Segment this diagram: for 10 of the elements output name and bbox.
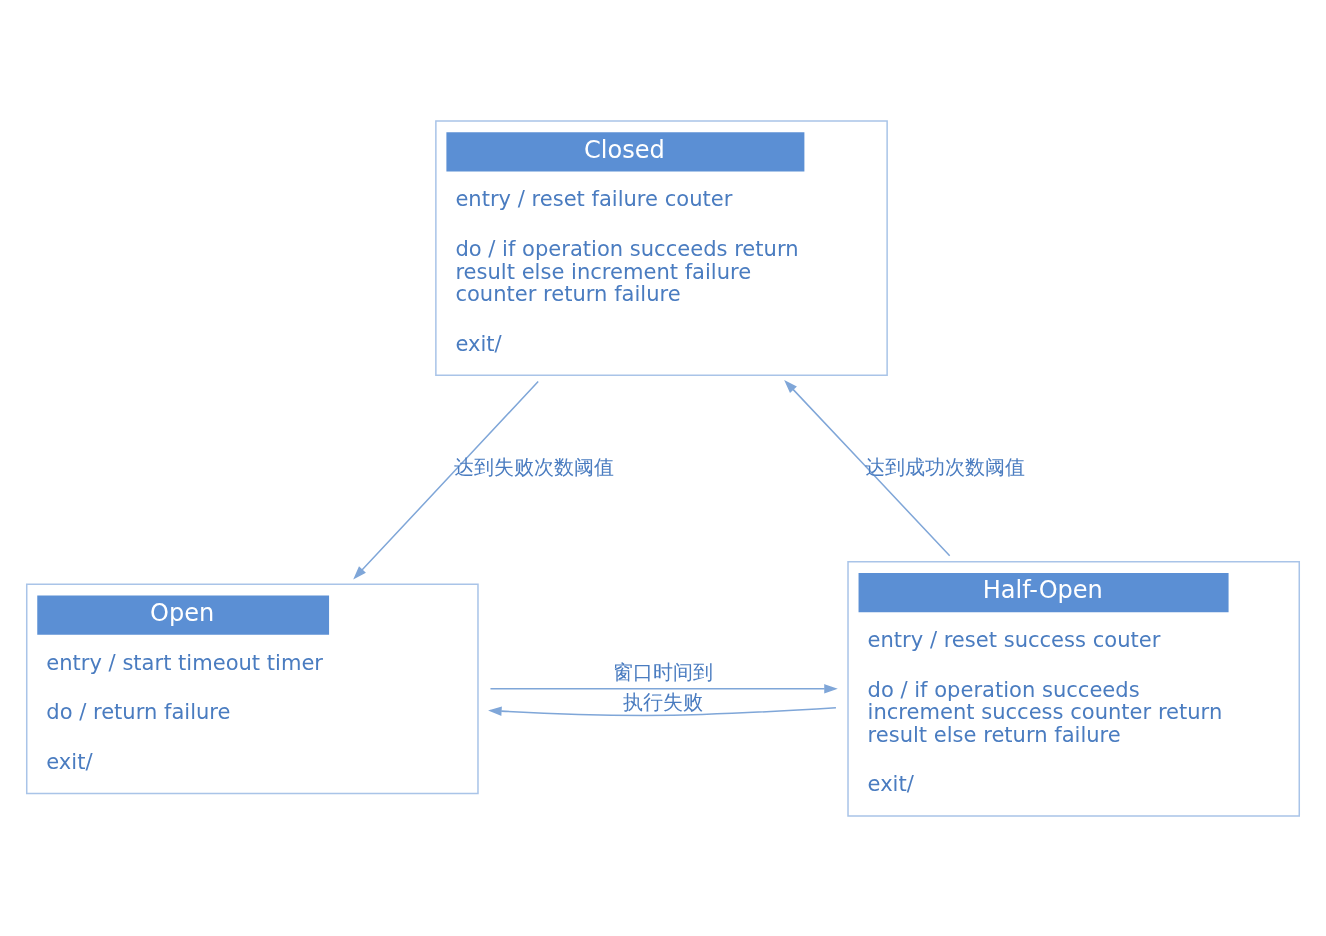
node-box: Open entry / start timeout timer do / return failure exit/: [26, 583, 479, 794]
edge-label: 达到成功次数阈值: [865, 455, 1026, 479]
node-box: Half-Open entry / reset success couter do / if operation succeeds increment success counter return result else return failure exit/: [847, 560, 1300, 817]
arrow: [784, 379, 951, 556]
node-box: Closed entry / reset failure couter do / if operation succeeds return result else increment failure counter return failure exit/: [435, 119, 888, 376]
edge-label: 执行失败: [623, 690, 703, 714]
arrow: [489, 683, 838, 694]
edge-label: 窗口时间到: [613, 660, 713, 684]
arrow: [353, 380, 539, 579]
arrow: [488, 705, 837, 716]
